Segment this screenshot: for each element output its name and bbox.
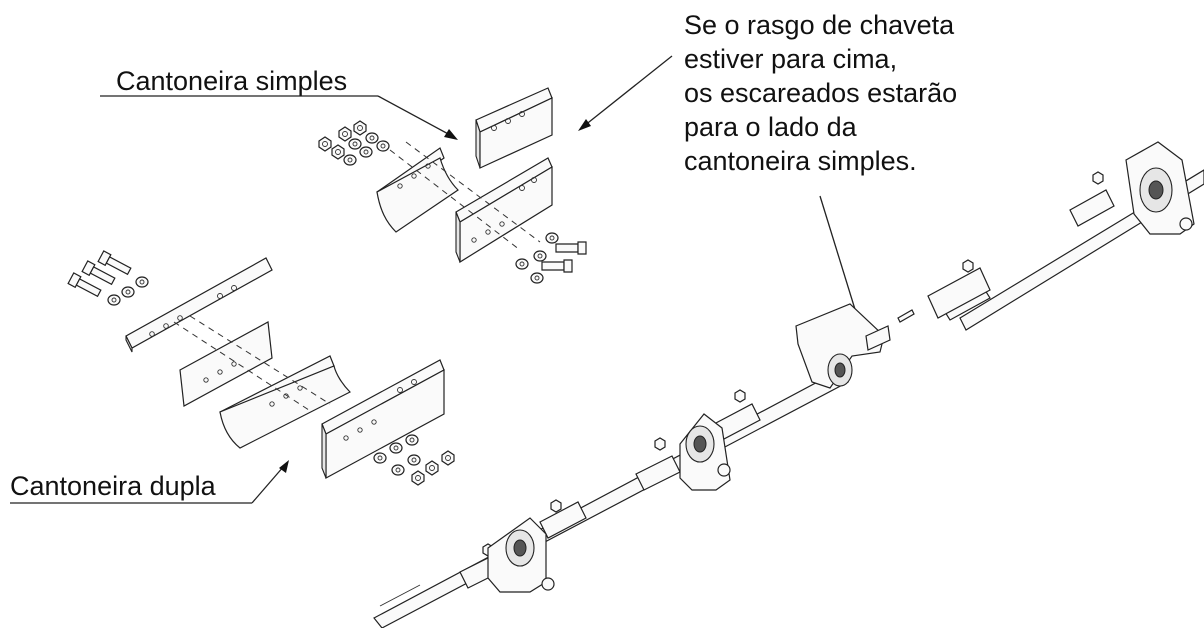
key bbox=[897, 309, 915, 323]
shaft-lower bbox=[373, 369, 849, 628]
pillow-block-open bbox=[795, 303, 891, 389]
note-line: Se o rasgo de chaveta bbox=[684, 10, 955, 40]
nuts-washers-top bbox=[318, 120, 390, 166]
coupling-sleeves bbox=[459, 171, 1115, 589]
keyway-note: Se o rasgo de chaveta estiver para cima,… bbox=[684, 8, 957, 178]
label-cantoneira-dupla: Cantoneira dupla bbox=[10, 471, 216, 501]
pillow-block-2 bbox=[679, 413, 731, 491]
note-line: estiver para cima, bbox=[684, 44, 898, 74]
pillow-block-4 bbox=[1125, 141, 1195, 235]
upper-angles-pair bbox=[376, 141, 553, 264]
flat-plate-left bbox=[125, 257, 273, 353]
leader-simples bbox=[100, 95, 458, 140]
note-line: para o lado da bbox=[684, 112, 857, 142]
label-cantoneira-simples: Cantoneira simples bbox=[116, 66, 348, 96]
lower-angles-pair bbox=[173, 315, 445, 480]
bolts-left bbox=[67, 250, 149, 306]
note-line: os escareados estarão bbox=[684, 78, 958, 108]
pillow-block-1 bbox=[487, 517, 555, 593]
leader-dupla bbox=[10, 460, 289, 504]
bolts-top bbox=[515, 232, 587, 284]
single-angle-top bbox=[475, 87, 553, 169]
note-line: cantoneira simples. bbox=[684, 146, 917, 176]
nuts-washers-bottom bbox=[373, 434, 455, 486]
spacer-plate bbox=[179, 321, 273, 407]
leader-note-simples bbox=[578, 55, 673, 131]
